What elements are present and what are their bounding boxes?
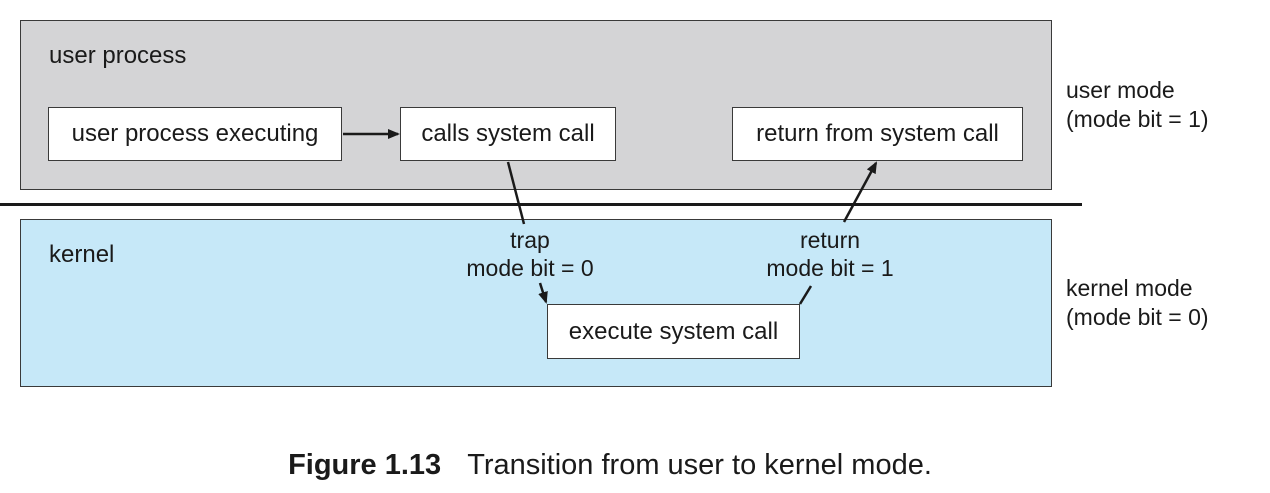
user-mode-line2: (mode bit = 1) xyxy=(1066,106,1209,132)
figure-caption-text: Transition from user to kernel mode. xyxy=(467,449,932,481)
calls-system-call-box: calls system call xyxy=(400,107,616,161)
user-process-region xyxy=(20,20,1052,190)
return-from-system-call-box: return from system call xyxy=(732,107,1023,161)
trap-arrow-lower xyxy=(538,282,548,304)
trap-label-line2: mode bit = 0 xyxy=(466,255,594,281)
execute-system-call-box: execute system call xyxy=(547,304,800,359)
return-edge-label: return mode bit = 1 xyxy=(740,226,920,282)
mode-divider-line xyxy=(0,203,1082,206)
user-process-executing-box: user process executing xyxy=(48,107,342,161)
return-label-line1: return xyxy=(799,227,861,253)
kernel-mode-line1: kernel mode xyxy=(1066,275,1193,301)
user-mode-line1: user mode xyxy=(1066,77,1175,103)
return-line-lower xyxy=(798,285,813,305)
kernel-mode-line2: (mode bit = 0) xyxy=(1066,304,1209,330)
trap-label-line1: trap xyxy=(510,227,550,253)
figure-number: Figure 1.13 xyxy=(288,449,442,481)
trap-line-upper xyxy=(506,161,526,225)
kernel-region xyxy=(20,219,1052,387)
kernel-label: kernel xyxy=(49,241,115,268)
user-process-label: user process xyxy=(49,42,187,69)
kernel-mode-label: kernel mode (mode bit = 0) xyxy=(1066,274,1209,332)
trap-edge-label: trap mode bit = 0 xyxy=(440,226,620,282)
user-mode-label: user mode (mode bit = 1) xyxy=(1066,76,1209,134)
return-label-line2: mode bit = 1 xyxy=(766,255,894,281)
return-arrow-upper xyxy=(842,161,878,223)
figure-caption: Figure 1.13 Transition from user to kerne… xyxy=(0,447,1220,483)
